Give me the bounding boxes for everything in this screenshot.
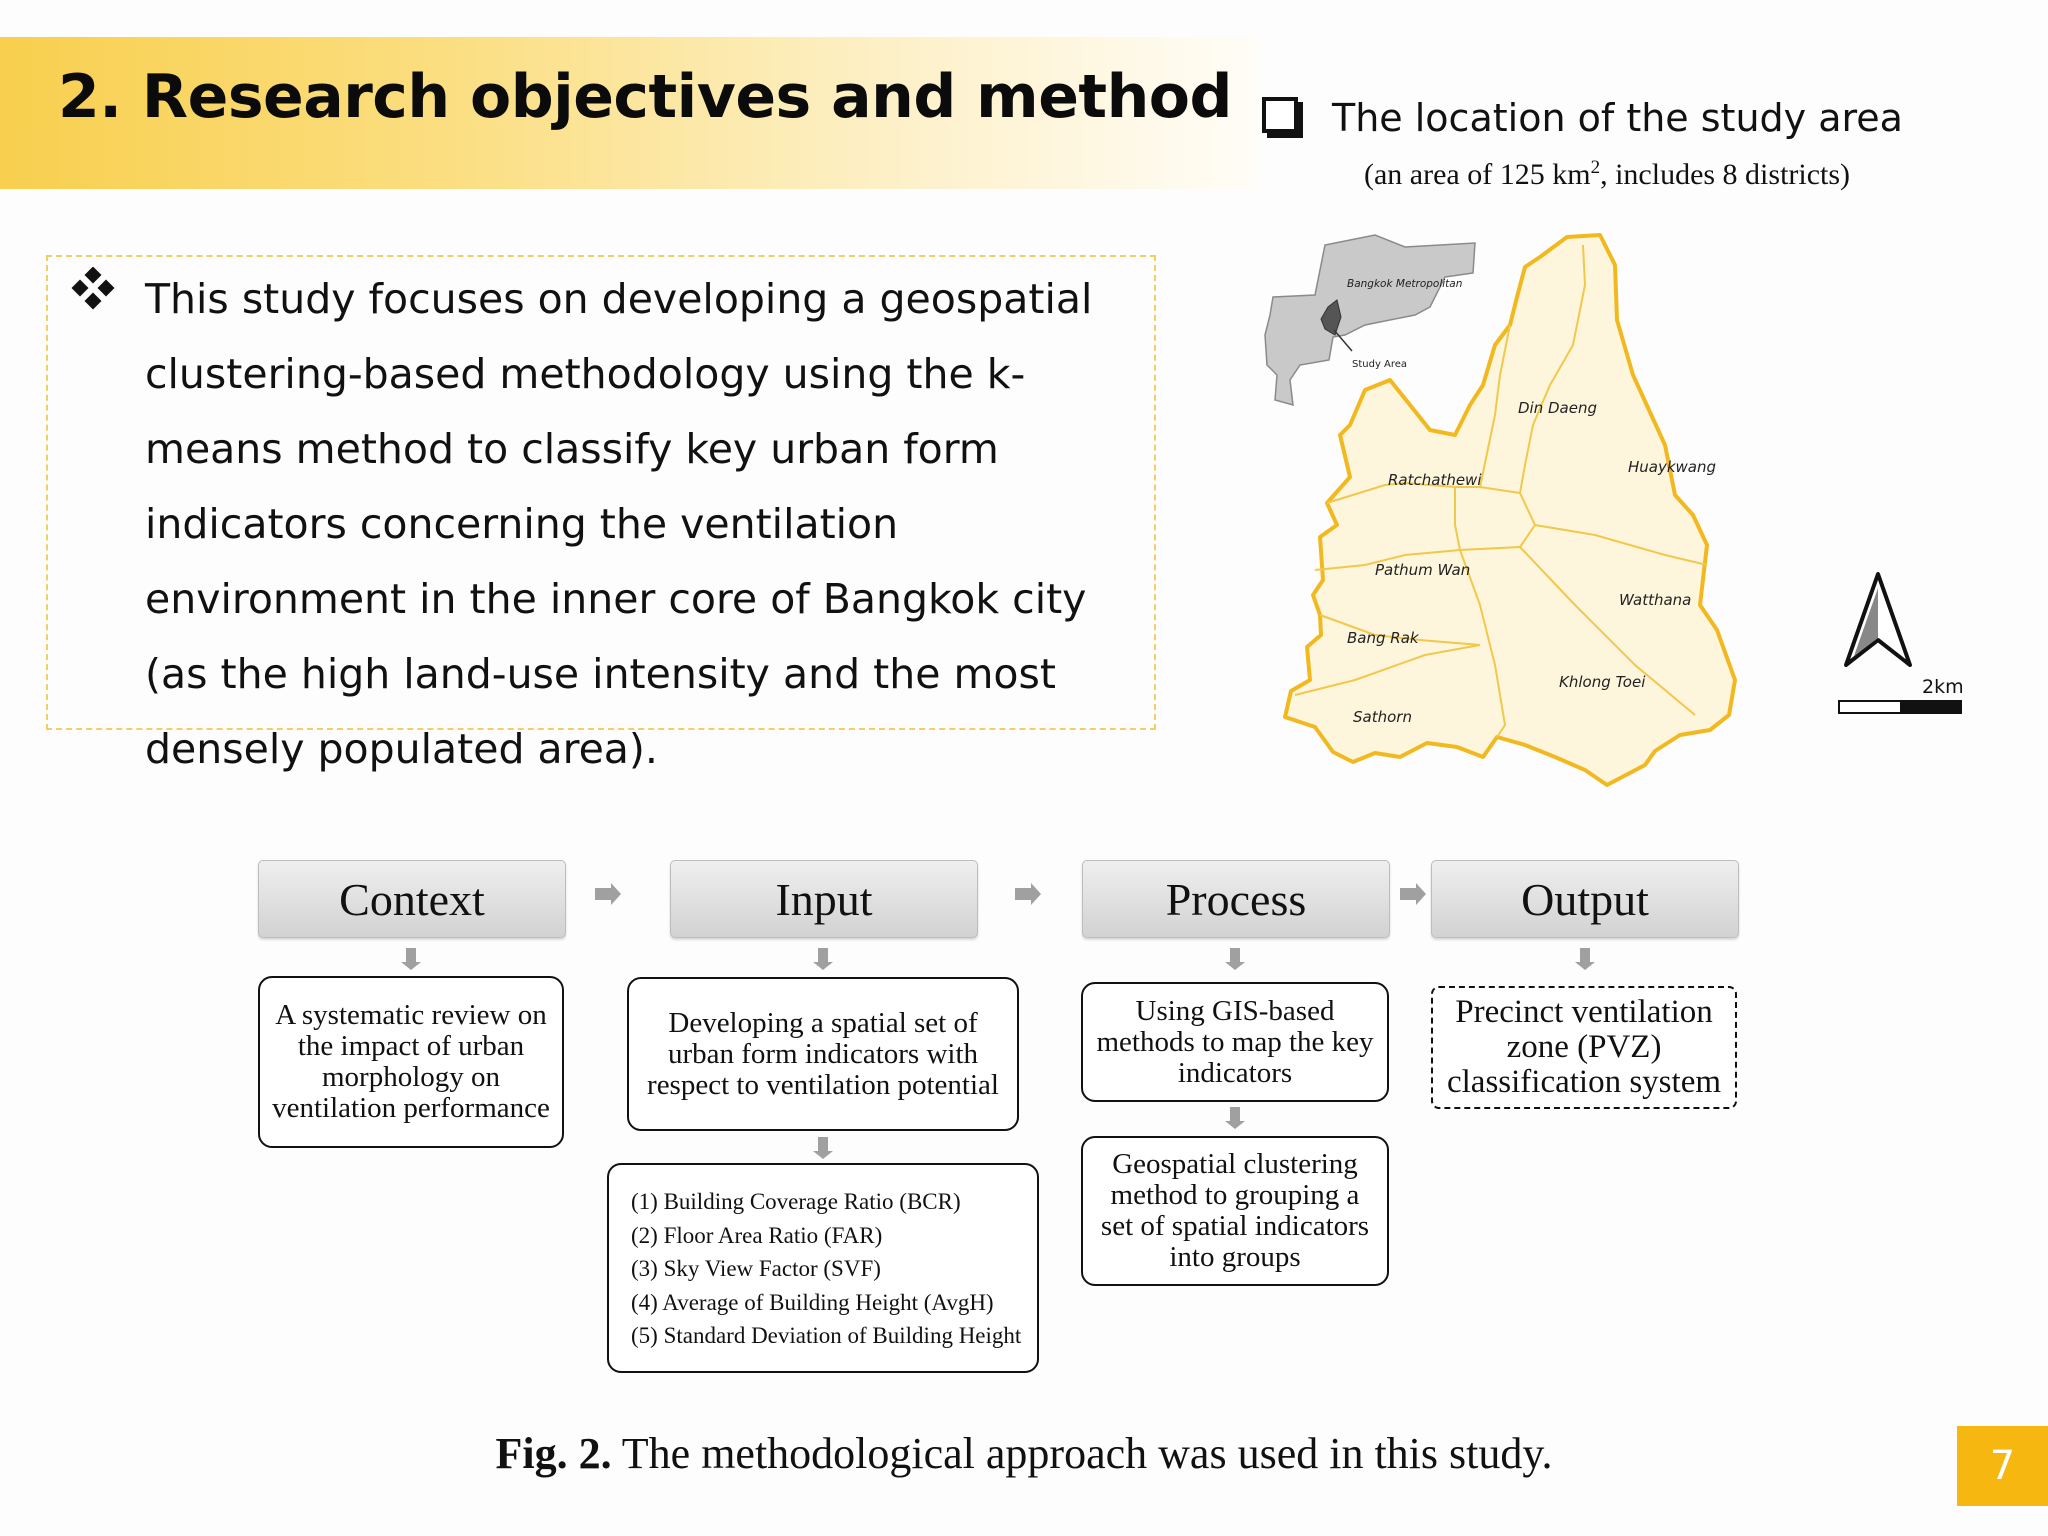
location-sub-text-end: , includes 8 districts) <box>1600 158 1851 191</box>
arrow-down-icon <box>401 948 421 970</box>
arrow-down-icon <box>1225 1107 1245 1129</box>
input-header: Input <box>670 860 978 938</box>
arrow-down-icon <box>813 948 833 970</box>
arrow-down-icon <box>1225 948 1245 970</box>
district-label: Khlong Toei <box>1559 673 1646 691</box>
checkbox-bullet-icon <box>1262 97 1298 133</box>
north-arrow-icon <box>1844 572 1912 667</box>
arrow-right-icon <box>1400 883 1426 905</box>
indicator-list: (1) Building Coverage Ratio (BCR) (2) Fl… <box>607 1163 1039 1373</box>
figure-caption: Fig. 2. The methodological approach was … <box>0 1428 2048 1479</box>
district-label: Watthana <box>1619 591 1691 609</box>
district-label: Huaykwang <box>1628 458 1716 476</box>
district-label: Ratchathewi <box>1388 471 1482 489</box>
location-subtitle: (an area of 125 km2, includes 8 district… <box>1364 157 1850 192</box>
focus-box <box>46 255 1156 730</box>
district-label: Din Daeng <box>1518 399 1597 417</box>
scale-label: 2km <box>1922 676 1964 698</box>
process-description-gis: Using GIS-based methods to map the key i… <box>1081 982 1389 1102</box>
location-sub-sup: 2 <box>1590 157 1601 178</box>
indicator-item: (2) Floor Area Ratio (FAR) <box>631 1222 883 1248</box>
title-band <box>0 37 1260 189</box>
process-header: Process <box>1082 860 1390 938</box>
caption-label: Fig. 2. <box>495 1429 612 1478</box>
arrow-down-icon <box>1575 948 1595 970</box>
context-header: Context <box>258 860 566 938</box>
diamond-bullet-icon <box>71 267 115 310</box>
indicator-item: (3) Sky View Factor (SVF) <box>631 1256 881 1281</box>
location-heading: The location of the study area <box>1332 96 1903 140</box>
context-description: A systematic review on the impact of urb… <box>258 976 564 1148</box>
process-description-clustering: Geospatial clustering method to grouping… <box>1081 1136 1389 1286</box>
output-header: Output <box>1431 860 1739 938</box>
inset-study-label: Study Area <box>1352 359 1407 370</box>
district-label: Pathum Wan <box>1375 561 1470 579</box>
district-label: Bang Rak <box>1347 629 1420 647</box>
indicator-item: (4) Average of Building Height (AvgH) <box>631 1289 994 1315</box>
arrow-down-icon <box>813 1137 833 1159</box>
indicator-item: (5) Standard Deviation of Building Heigh… <box>631 1323 1022 1348</box>
arrow-right-icon <box>1015 883 1041 905</box>
caption-text: The methodological approach was used in … <box>611 1429 1553 1478</box>
bangkok-inset-map: Bangkok Metropolitan Study Area <box>1264 234 1476 407</box>
study-area-outline <box>1283 233 1737 787</box>
inset-label: Bangkok Metropolitan <box>1347 278 1462 290</box>
study-area-map: Bangkok Metropolitan Study Area Din Daen… <box>1264 233 1737 787</box>
focus-paragraph: This study focuses on developing a geosp… <box>145 275 1093 773</box>
district-label: Sathorn <box>1353 708 1412 726</box>
district-boundaries <box>1294 244 1708 738</box>
scale-bar <box>1838 700 1962 714</box>
input-description: Developing a spatial set of urban form i… <box>627 977 1019 1131</box>
page-number: 7 <box>1957 1426 2048 1506</box>
location-sub-text: (an area of 125 km <box>1364 158 1591 191</box>
indicator-item: (1) Building Coverage Ratio (BCR) <box>631 1189 961 1214</box>
output-description: Precinct ventilation zone (PVZ) classifi… <box>1431 986 1737 1109</box>
slide-title: 2. Research objectives and method <box>58 62 1232 132</box>
arrow-right-icon <box>595 883 621 905</box>
